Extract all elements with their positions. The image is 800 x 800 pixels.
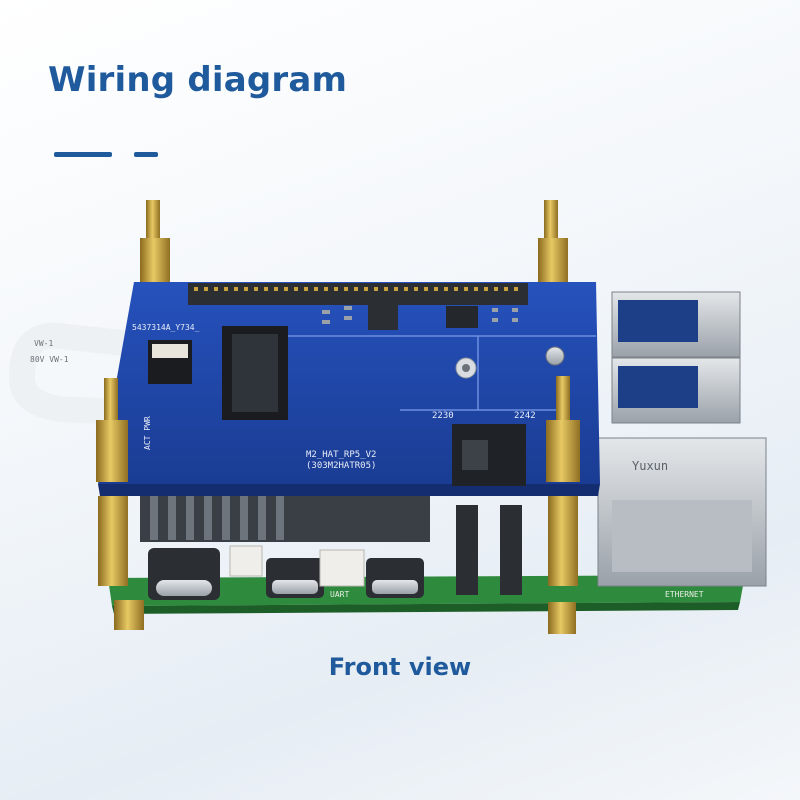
rear-standoffs xyxy=(140,200,568,290)
micro-hdmi-port-0 xyxy=(266,558,324,598)
controller-chip xyxy=(446,306,478,328)
ethernet-port: Yuxun xyxy=(597,437,767,587)
led-silkscreen: ACT PWR xyxy=(143,416,152,450)
cable-marking-2: 80V VW-1 xyxy=(30,355,69,364)
usb-c-port xyxy=(148,548,220,600)
power-header xyxy=(229,545,263,577)
usb-ports xyxy=(611,291,741,424)
page-title: Wiring diagram xyxy=(48,60,348,100)
cpu-heatsink xyxy=(140,492,430,542)
title-accent-long xyxy=(54,152,112,157)
title-accent-short xyxy=(134,152,158,157)
gpio-header xyxy=(188,283,528,305)
micro-hdmi-port-1 xyxy=(366,558,424,598)
front-standoffs xyxy=(96,376,580,634)
photo-caption: Front view xyxy=(328,653,472,681)
m2-screw xyxy=(545,346,565,366)
cable-marking-1: VW-1 xyxy=(34,339,53,348)
hat-code-silkscreen: (303M2HATR05) xyxy=(306,461,376,471)
uart-header xyxy=(319,549,365,587)
m2-2230-position: 2230 xyxy=(432,411,454,421)
ffc-cable xyxy=(8,322,163,425)
hat-name-silkscreen: M2_HAT_RP5_V2 xyxy=(306,450,376,460)
mipi-connectors xyxy=(456,505,522,595)
uart-silkscreen: UART xyxy=(330,590,349,599)
m2-2242-position: 2242 xyxy=(514,411,536,421)
hat-ffc-code: 5437314A_Y734_ xyxy=(132,323,200,332)
rj45-brand-label: Yuxun xyxy=(632,459,668,473)
inductor xyxy=(368,304,398,330)
ethernet-silkscreen: ETHERNET xyxy=(665,590,704,599)
